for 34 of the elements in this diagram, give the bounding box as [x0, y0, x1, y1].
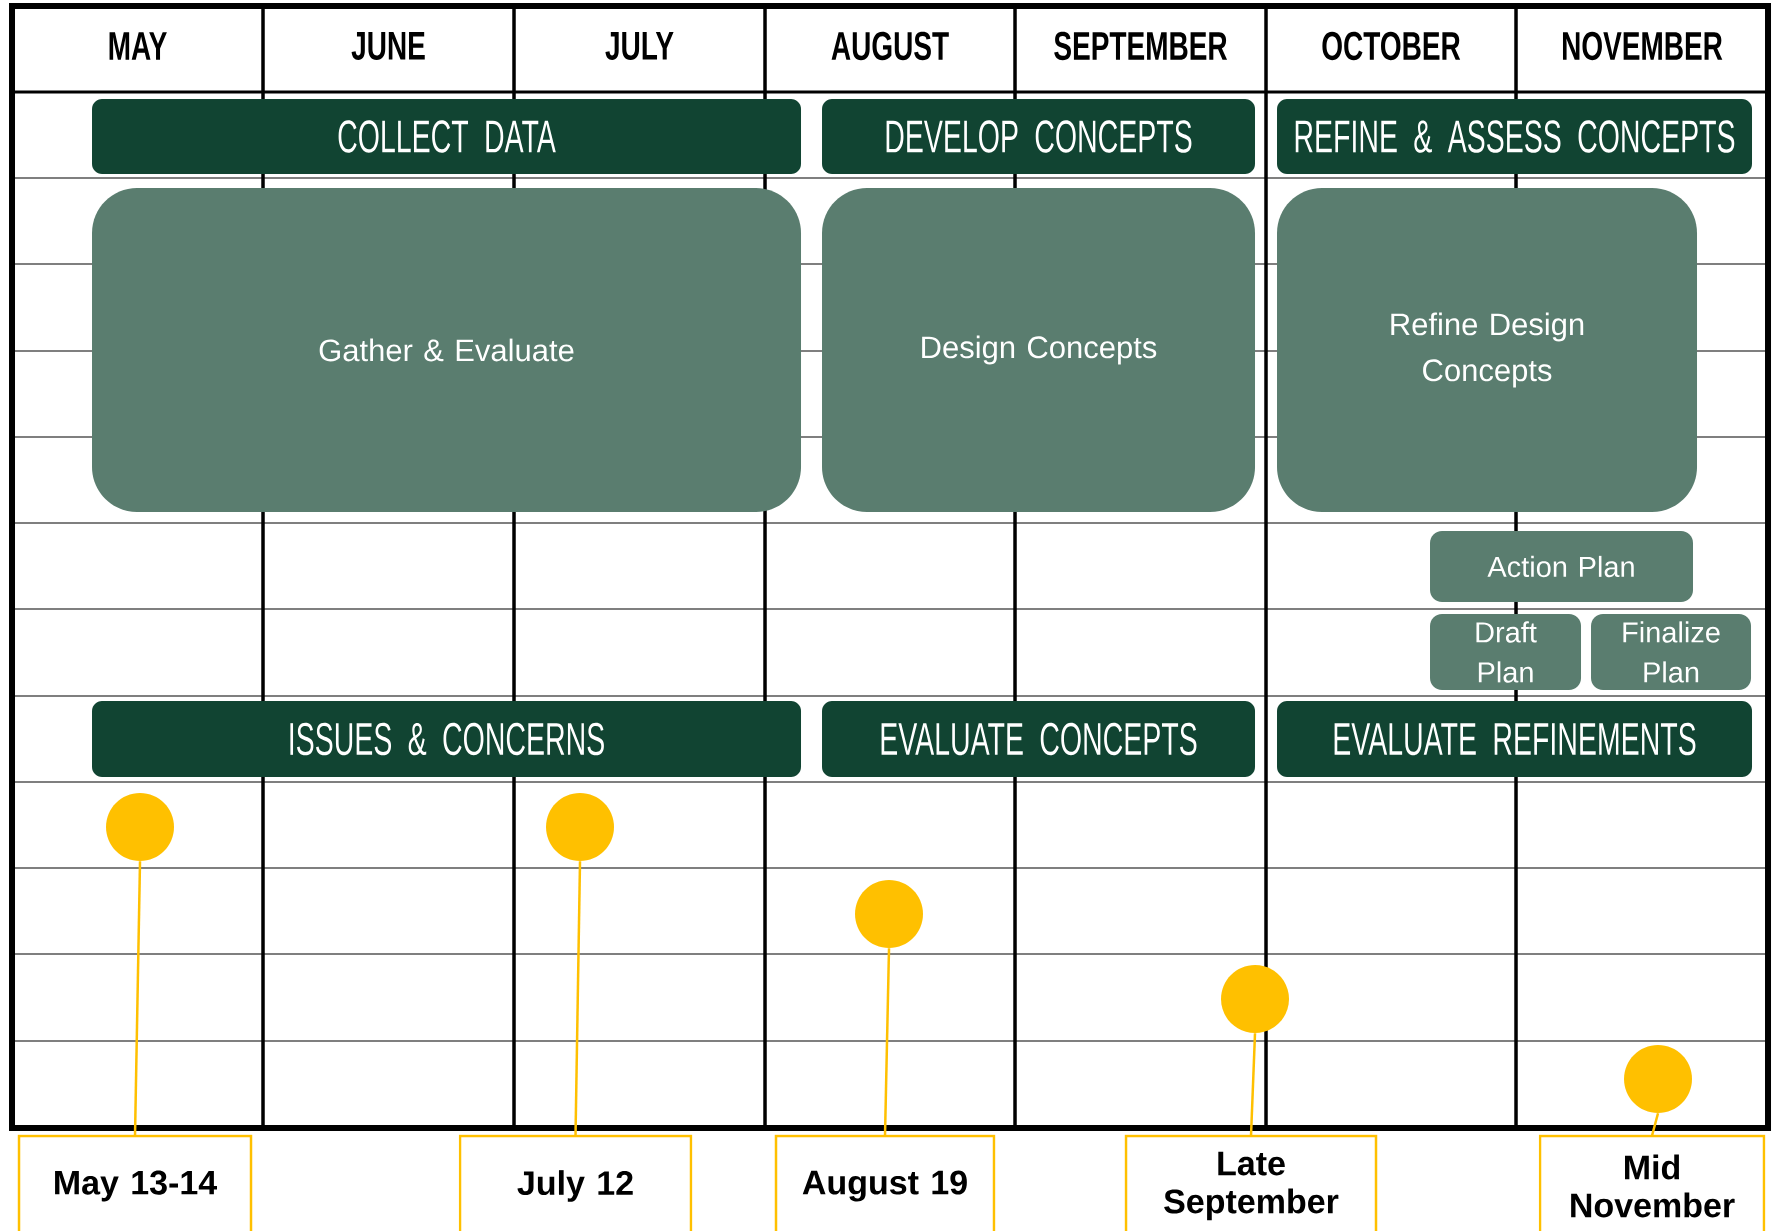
date-box: Late September: [1124, 1134, 1378, 1231]
milestone-dot: [1624, 1045, 1692, 1113]
phase-bar: EVALUATE CONCEPTS: [822, 701, 1255, 777]
activity-box: Design Concepts: [822, 188, 1255, 512]
month-label: JULY: [605, 32, 674, 60]
date-box: May 13-14: [17, 1134, 253, 1231]
task-box: Draft Plan: [1430, 614, 1581, 690]
date-box: Mid November: [1538, 1134, 1766, 1231]
month-label: NOVEMBER: [1563, 31, 1723, 61]
connector-line: [1249, 1033, 1257, 1136]
date-box: August 19: [774, 1134, 996, 1231]
phase-bar: REFINE & ASSESS CONCEPTS: [1277, 99, 1752, 174]
phase-bar: EVALUATE REFINEMENTS: [1277, 701, 1752, 777]
connector-line: [574, 861, 582, 1136]
activity-box: Refine Design Concepts: [1277, 188, 1697, 512]
date-box: July 12: [458, 1134, 693, 1231]
connector-line: [883, 948, 891, 1136]
connector-line: [133, 861, 142, 1136]
task-box: Action Plan: [1430, 531, 1693, 602]
milestone-dot: [106, 793, 174, 861]
month-label: OCTOBER: [1322, 31, 1461, 61]
month-label: MAY: [109, 32, 167, 60]
phase-bar: DEVELOP CONCEPTS: [822, 99, 1255, 174]
milestone-dot: [855, 880, 923, 948]
phase-bar: ISSUES & CONCERNS: [92, 701, 801, 777]
activity-box: Gather & Evaluate: [92, 188, 801, 512]
task-box: Finalize Plan: [1591, 614, 1751, 690]
month-label: JUNE: [351, 32, 425, 60]
month-label: SEPTEMBER: [1054, 31, 1228, 61]
connector-line: [1650, 1112, 1660, 1137]
milestone-dot: [1221, 965, 1289, 1033]
phase-bar: COLLECT DATA: [92, 99, 801, 174]
month-label: AUGUST: [831, 31, 949, 61]
milestone-dot: [546, 793, 614, 861]
